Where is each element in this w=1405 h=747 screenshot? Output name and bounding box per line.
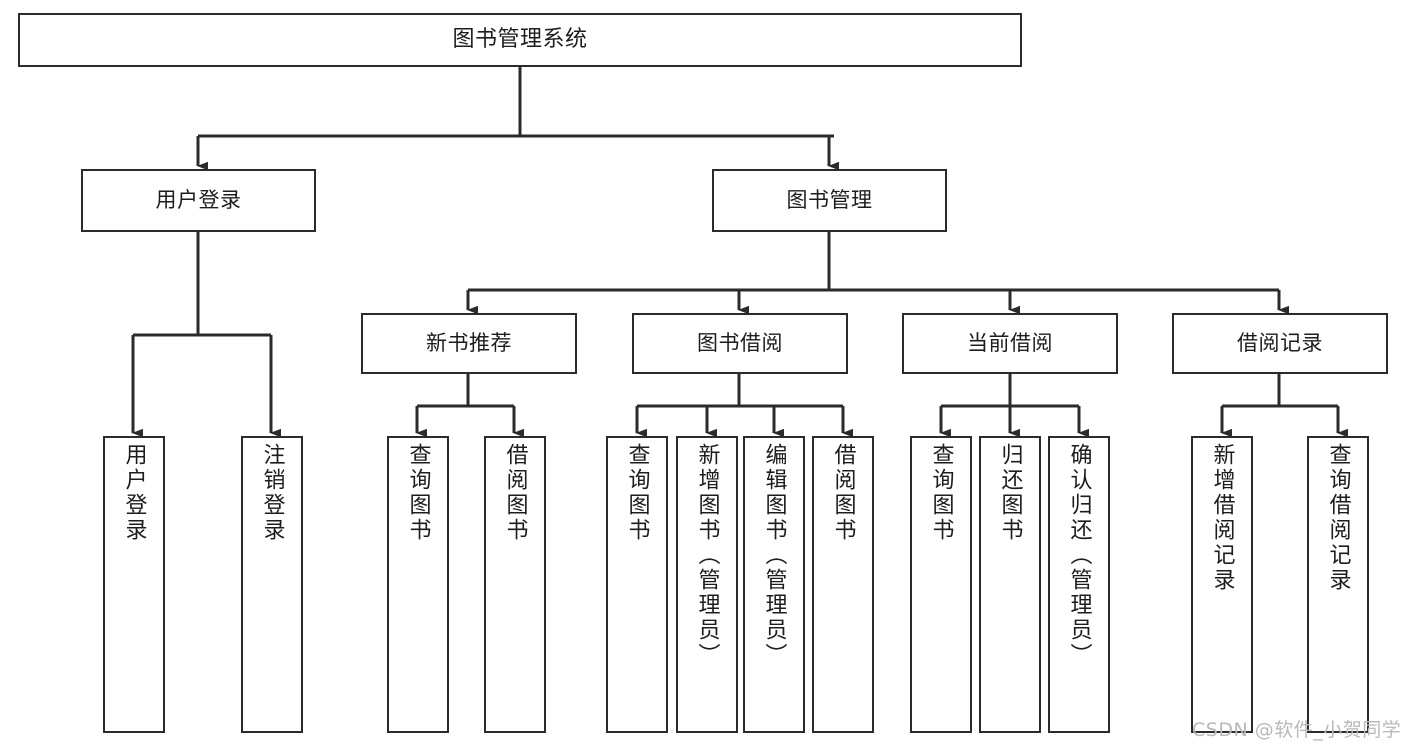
leaf-record-add-record[interactable]: 新增借阅记录	[1191, 436, 1253, 733]
leaf-current-query-book[interactable]: 查询图书	[910, 436, 972, 733]
leaf-record-query-record[interactable]: 查询借阅记录	[1307, 436, 1369, 733]
leaf-borrow-borrow-book[interactable]: 借阅图书	[812, 436, 874, 733]
leaf-borrow-add-book-admin[interactable]: 新增图书（管理员）	[676, 436, 738, 733]
node-label: 新增图书（管理员）	[694, 443, 720, 668]
node-label: 注销登录	[259, 443, 285, 543]
leaf-borrow-query-book[interactable]: 查询图书	[606, 436, 668, 733]
node-book-management[interactable]: 图书管理	[712, 169, 947, 232]
node-label: 新书推荐	[426, 331, 512, 356]
node-label: 查询图书	[928, 443, 954, 543]
node-label: 新增借阅记录	[1209, 443, 1235, 593]
node-label: 图书管理系统	[452, 26, 588, 52]
node-label: 查询图书	[405, 443, 431, 543]
watermark-text: CSDN @软件_小贺同学	[1192, 719, 1402, 741]
node-label: 图书借阅	[697, 331, 783, 356]
node-label: 借阅记录	[1237, 331, 1323, 356]
leaf-recommend-borrow-book[interactable]: 借阅图书	[484, 436, 546, 733]
node-label: 查询借阅记录	[1325, 443, 1351, 593]
node-root-system[interactable]: 图书管理系统	[18, 13, 1022, 67]
node-label: 用户登录	[121, 443, 147, 543]
node-user-login[interactable]: 用户登录	[81, 169, 316, 232]
leaf-borrow-edit-book-admin[interactable]: 编辑图书（管理员）	[743, 436, 805, 733]
node-label: 归还图书	[997, 443, 1023, 543]
leaf-current-return-book[interactable]: 归还图书	[979, 436, 1041, 733]
node-borrow-record[interactable]: 借阅记录	[1172, 313, 1388, 374]
node-label: 借阅图书	[502, 443, 528, 543]
leaf-current-confirm-return-admin[interactable]: 确认归还（管理员）	[1048, 436, 1110, 733]
node-label: 编辑图书（管理员）	[761, 443, 787, 668]
leaf-recommend-query-book[interactable]: 查询图书	[387, 436, 449, 733]
node-label: 当前借阅	[967, 331, 1053, 356]
node-label: 借阅图书	[830, 443, 856, 543]
leaf-user-login[interactable]: 用户登录	[103, 436, 165, 733]
node-label: 查询图书	[624, 443, 650, 543]
node-label: 用户登录	[155, 188, 242, 213]
node-book-borrow[interactable]: 图书借阅	[632, 313, 848, 374]
node-label: 确认归还（管理员）	[1066, 443, 1092, 668]
node-new-book-recommend[interactable]: 新书推荐	[361, 313, 577, 374]
node-label: 图书管理	[786, 188, 873, 213]
node-current-borrow[interactable]: 当前借阅	[902, 313, 1118, 374]
leaf-user-logout[interactable]: 注销登录	[241, 436, 303, 733]
